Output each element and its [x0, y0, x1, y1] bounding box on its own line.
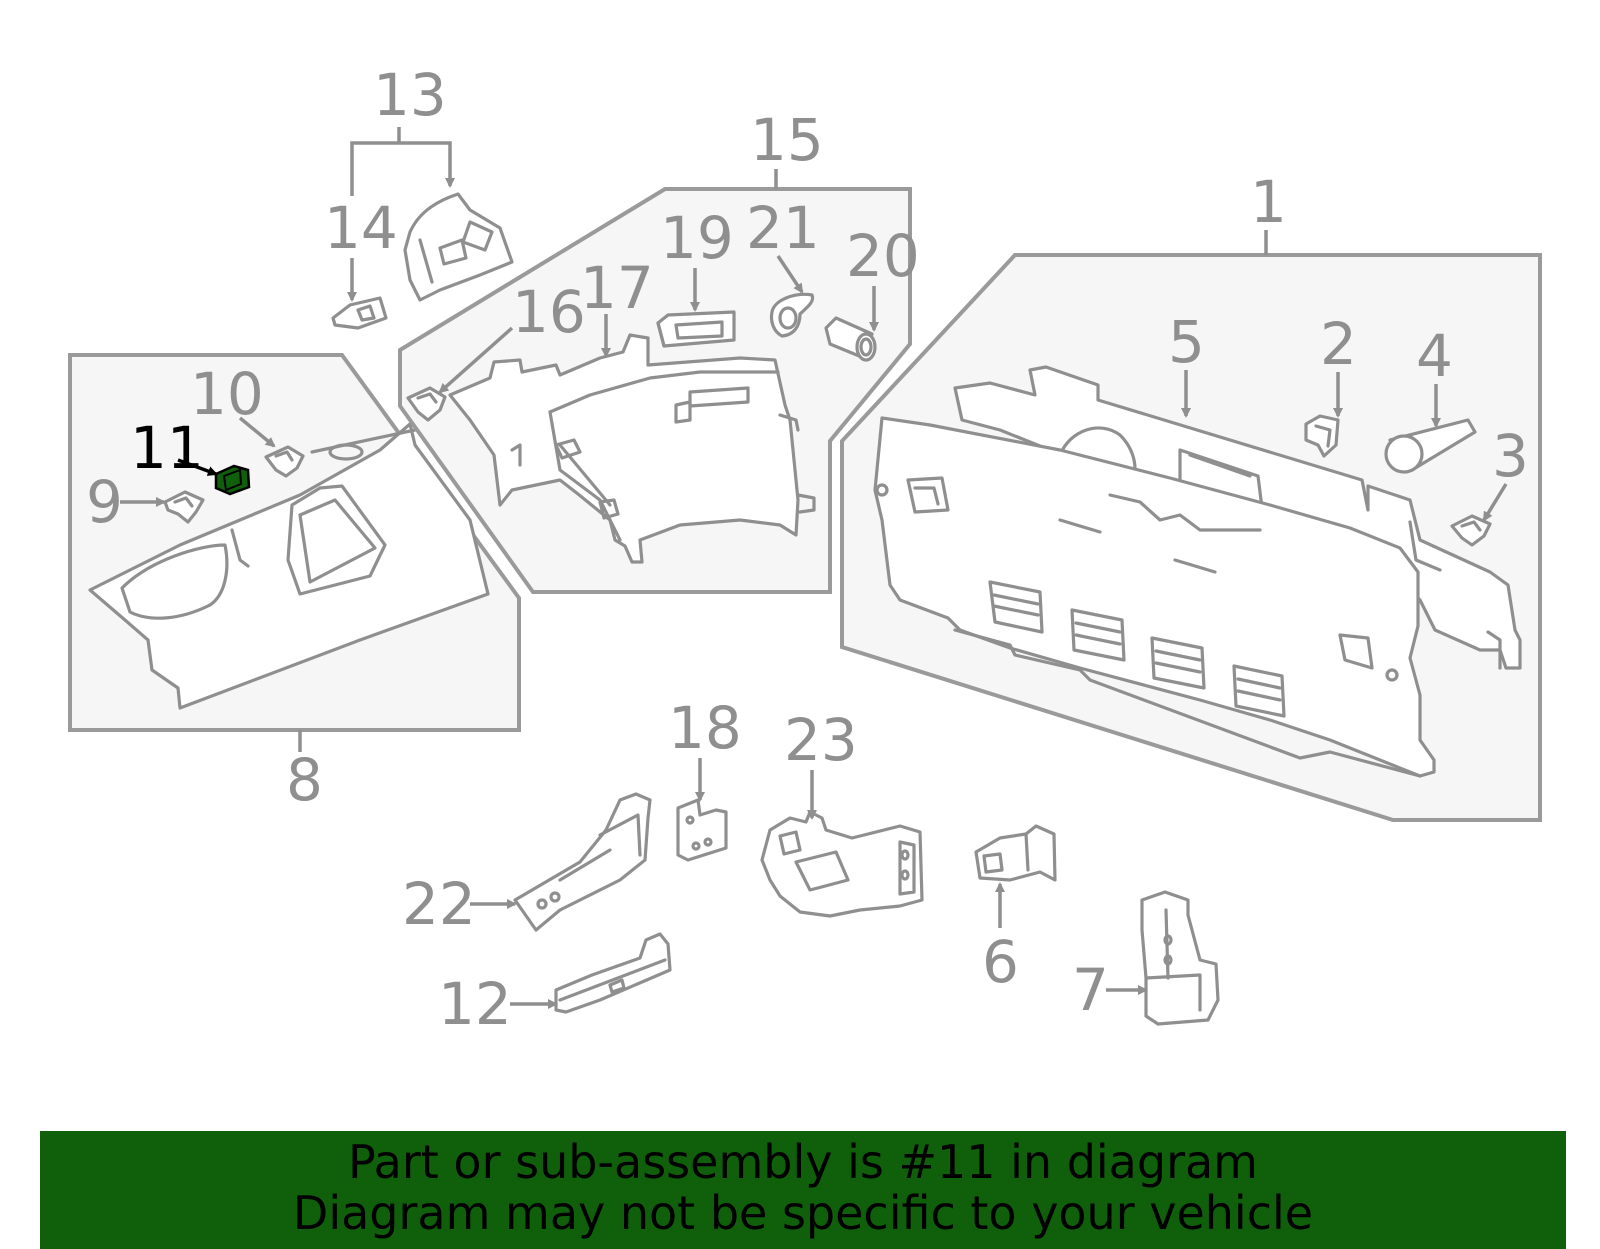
part-18-bracket[interactable] [676, 798, 728, 862]
callout-4: 4 [1416, 322, 1453, 390]
part-7-bracket[interactable] [1140, 890, 1220, 1026]
part-12-rail[interactable] [554, 932, 672, 1014]
part-23-latch-bracket[interactable] [760, 810, 924, 918]
part-9-clip[interactable] [163, 490, 205, 524]
part-20-socket[interactable] [824, 316, 877, 362]
callout-5: 5 [1168, 308, 1205, 376]
part-13-bracket-assembly[interactable] [403, 192, 514, 302]
part-4-plug[interactable] [1384, 418, 1477, 474]
part-11-retainer-highlighted[interactable] [214, 464, 251, 496]
callout-16: 16 [512, 278, 586, 346]
banner-line-part: Part or sub-assembly is #11 in diagram [348, 1135, 1258, 1189]
callout-15: 15 [750, 106, 824, 174]
callout-21: 21 [746, 194, 820, 262]
callout-3: 3 [1492, 422, 1529, 490]
callout-19: 19 [660, 204, 734, 272]
part-6-housing[interactable] [974, 824, 1057, 882]
callout-20: 20 [846, 222, 920, 290]
part-1-rear-trim-panel[interactable] [873, 416, 1436, 778]
part-8-trim-panel[interactable] [88, 422, 490, 710]
callout-9: 9 [86, 468, 123, 536]
part-19-latch[interactable] [656, 310, 736, 348]
part-2-clip[interactable] [1304, 414, 1340, 458]
callout-23: 23 [784, 706, 858, 774]
leader-lines [120, 127, 1508, 1009]
callout-labels: 13 14 15 16 17 19 21 20 1 5 2 4 3 10 11 … [86, 61, 1529, 1038]
callout-7: 7 [1072, 956, 1109, 1024]
callout-6: 6 [982, 928, 1019, 996]
part-14-bracket[interactable] [331, 296, 388, 330]
part-21-bezel[interactable] [769, 292, 815, 338]
callout-10: 10 [190, 360, 264, 428]
callout-1: 1 [1250, 168, 1287, 236]
part-17-quarter-trim[interactable] [448, 333, 816, 564]
callout-13: 13 [373, 61, 447, 129]
callout-8: 8 [286, 746, 323, 814]
callout-11-highlighted: 11 [130, 414, 204, 482]
callout-17: 17 [580, 254, 654, 322]
part-16-clip[interactable] [406, 386, 447, 422]
info-banner: Part or sub-assembly is #11 in diagram D… [40, 1131, 1566, 1249]
callout-22: 22 [402, 870, 476, 938]
callout-2: 2 [1320, 310, 1357, 378]
callout-14: 14 [324, 194, 398, 262]
banner-line-disclaimer: Diagram may not be specific to your vehi… [292, 1186, 1314, 1240]
part-3-clip[interactable] [1450, 514, 1492, 547]
callout-18: 18 [668, 694, 742, 762]
callout-12: 12 [438, 970, 512, 1038]
part-22-bracket[interactable] [513, 792, 652, 932]
part-10-clip[interactable] [264, 445, 305, 478]
